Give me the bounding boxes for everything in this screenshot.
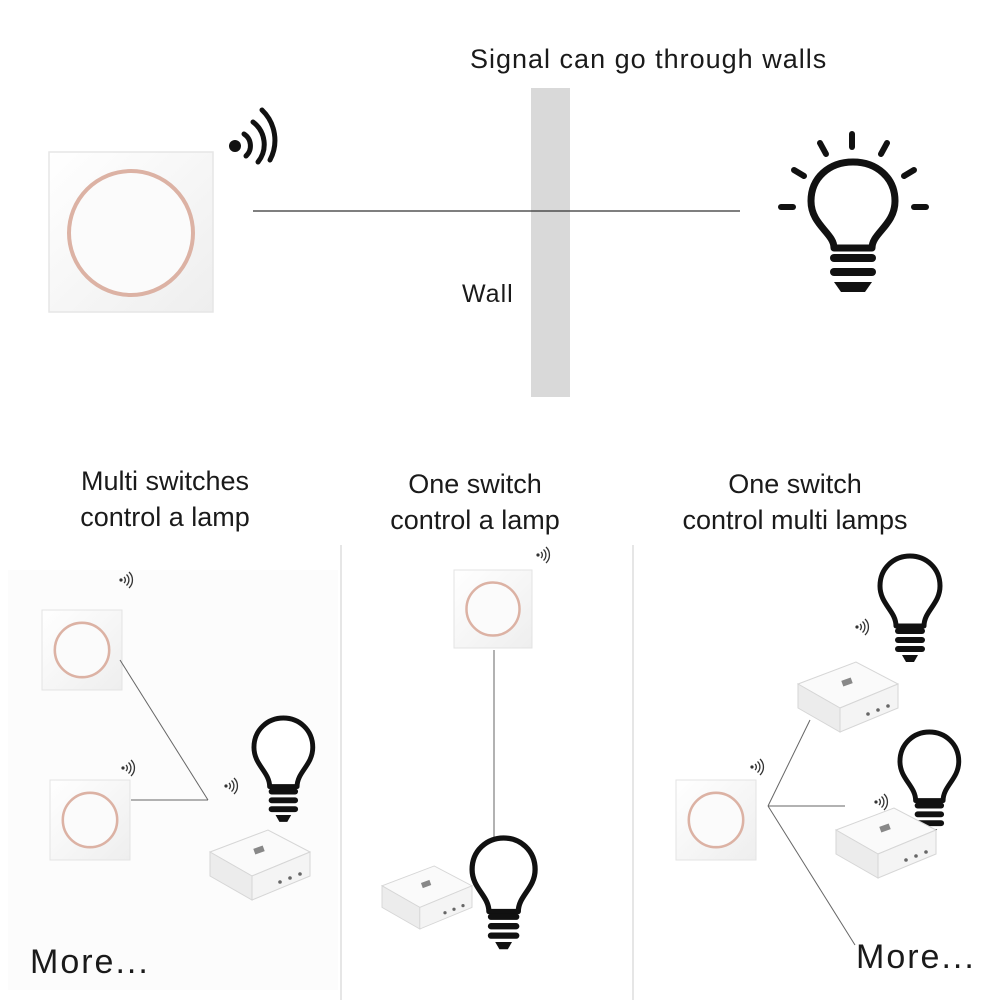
panel-1-switch-a <box>40 608 124 692</box>
scenario-3-line-2: control multi lamps <box>682 505 908 535</box>
panel-1-diagram <box>8 570 338 990</box>
panel-2-light-bulb-icon <box>472 838 535 949</box>
scenario-1-more-label: More... <box>30 943 150 981</box>
signal-title: Signal can go through walls <box>470 44 828 74</box>
panel-2-diagram <box>381 546 551 949</box>
top-wifi-signal-icon <box>229 107 278 165</box>
panel-3-receiver-module-icon-a <box>797 661 899 733</box>
panel-2-switch <box>452 568 534 650</box>
scenario-2-line-1: One switch <box>408 469 542 499</box>
scenario-3-more-label: More... <box>856 938 976 976</box>
scenario-2-line-2: control a lamp <box>390 505 560 535</box>
scenario-2-caption: One switch control a lamp <box>345 466 605 538</box>
wall-label: Wall <box>462 280 514 308</box>
top-light-bulb-icon <box>778 131 929 292</box>
scenario-3-line-1: One switch <box>728 469 862 499</box>
scenario-1-line-2: control a lamp <box>80 502 250 532</box>
wall-shape <box>531 88 570 397</box>
panel-3-light-bulb-icon-a <box>880 556 940 662</box>
scenario-1-caption: Multi switches control a lamp <box>40 463 290 535</box>
panel-2-receiver-module-icon <box>381 865 473 930</box>
scenario-3-caption: One switch control multi lamps <box>640 466 950 538</box>
panel-3-receiver-module-icon-b <box>835 807 937 879</box>
top-wireless-switch <box>48 151 214 313</box>
wifi-signal-icon <box>749 758 765 776</box>
scenario-1-line-1: Multi switches <box>80 466 250 496</box>
wifi-signal-icon <box>535 546 551 564</box>
panel-1-switch-b <box>48 778 132 862</box>
panel-3-diagram <box>674 556 959 946</box>
wifi-signal-icon <box>854 618 870 636</box>
wifi-signal-icon <box>873 793 889 811</box>
panel-3-switch <box>674 778 758 862</box>
